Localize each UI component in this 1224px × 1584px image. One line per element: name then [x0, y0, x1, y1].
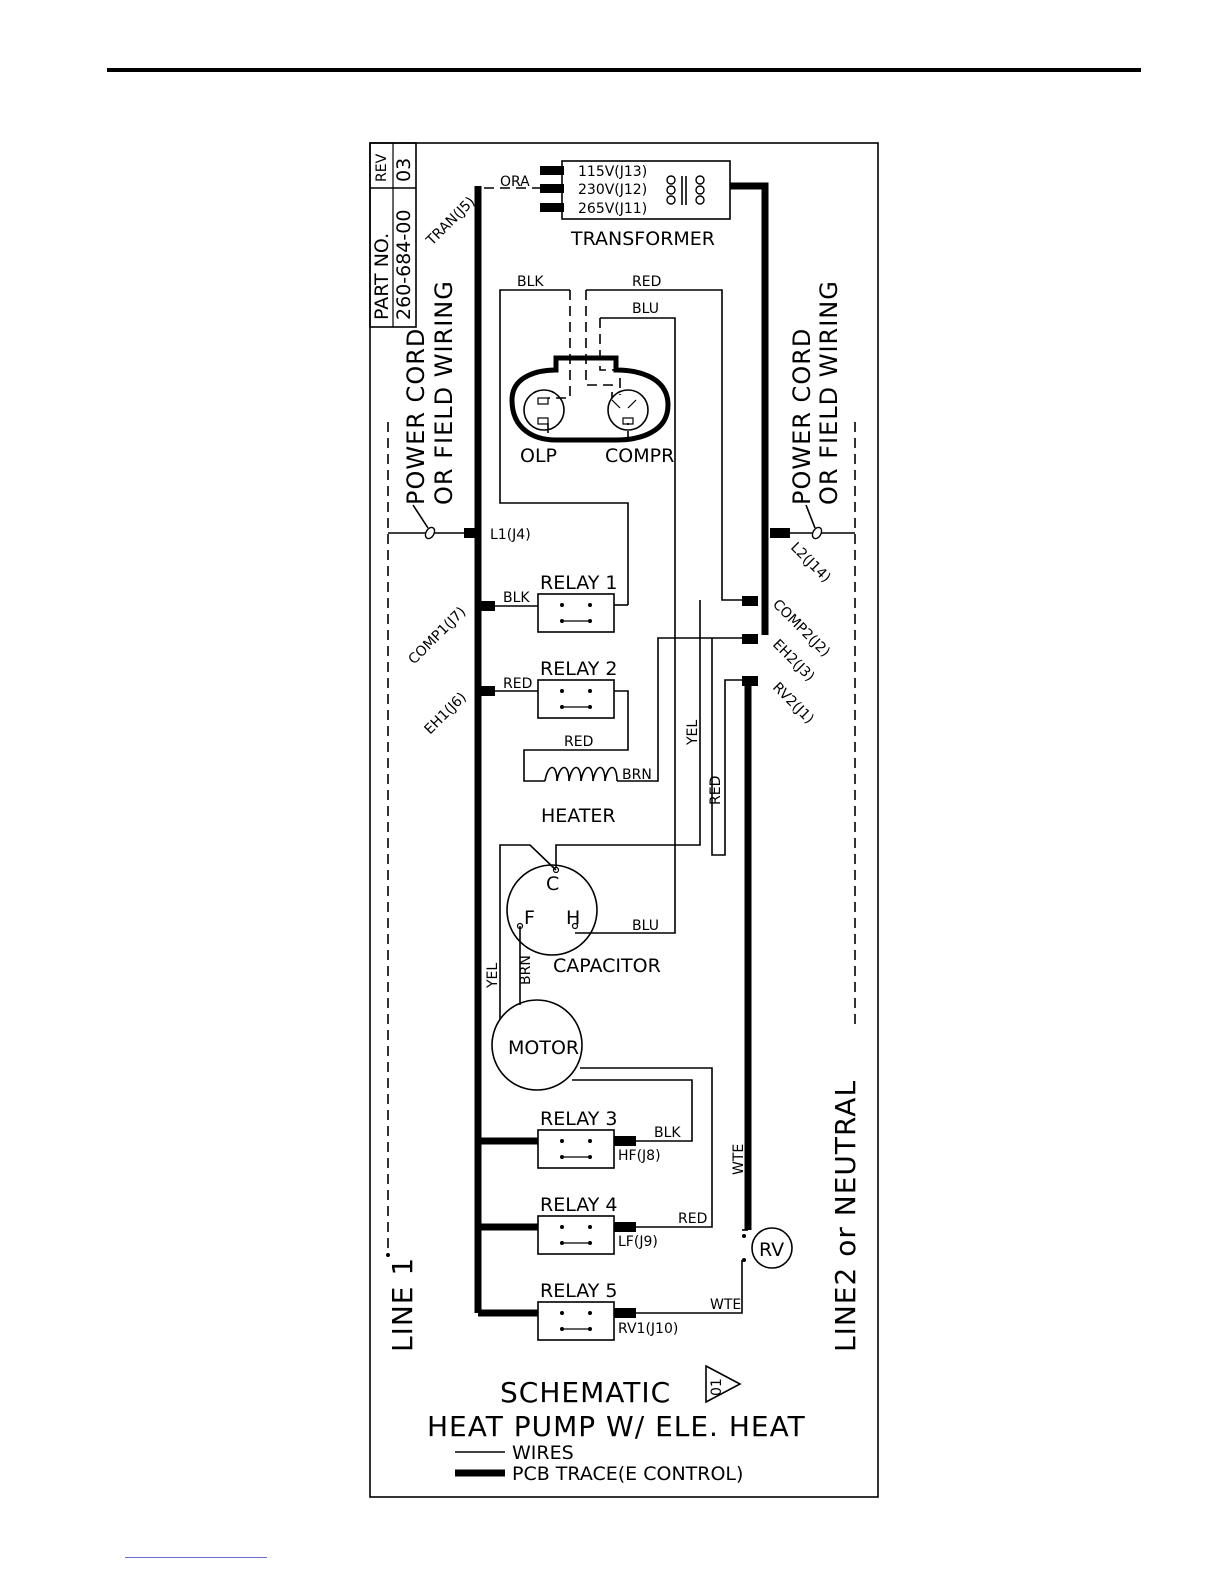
wte-vertical-wire: WTE — [731, 1144, 747, 1175]
power-cord-right-line2: OR FIELD WIRING — [815, 280, 843, 505]
compr-label: COMPR — [605, 445, 674, 467]
olp-label: OLP — [520, 445, 557, 467]
line2-label: LINE2 or NEUTRAL — [829, 1080, 862, 1352]
red-vertical-wire: RED — [708, 776, 724, 805]
reversing-valve — [742, 1227, 793, 1269]
rev-label: REV — [374, 153, 390, 182]
comp1-connector: COMP1(J7) — [406, 604, 470, 668]
caption-subtitle: HEAT PUMP W/ ELE. HEAT — [427, 1410, 806, 1443]
tap-230v: 230V(J12) — [578, 182, 647, 198]
relay-4-wire: RED — [678, 1211, 707, 1227]
relay-4 — [537, 1215, 615, 1255]
tap-115v: 115V(J13) — [578, 164, 647, 180]
l1-connector: L1(J4) — [490, 527, 531, 543]
relay-1-label: RELAY 1 — [540, 572, 617, 594]
rv2-connector: RV2(J1) — [769, 680, 817, 728]
transformer: 115V(J13) 230V(J12) 265V(J11) — [540, 160, 731, 220]
rev-value: 03 — [393, 158, 415, 182]
yel-vertical-wire: YEL — [685, 720, 701, 746]
capacitor-f: F — [524, 907, 535, 929]
heater-label: HEATER — [541, 805, 616, 827]
pcb-trace-right — [718, 182, 769, 533]
relay-3 — [537, 1129, 615, 1169]
motor-label: MOTOR — [508, 1037, 579, 1059]
part-no-label: PART NO. — [371, 233, 393, 320]
legend-trace-label: PCB TRACE(E CONTROL) — [512, 1463, 743, 1485]
line1-label: LINE 1 — [386, 1257, 419, 1352]
capacitor-blu-wire: BLU — [632, 918, 659, 934]
hf-connector: HF(J8) — [618, 1148, 661, 1164]
relay-2-label: RELAY 2 — [540, 658, 617, 680]
relay-2-wire: RED — [503, 676, 532, 692]
relay-3-wire: BLK — [654, 1125, 681, 1141]
relay-1-wire: BLK — [503, 590, 530, 606]
compr-blu-wire: BLU — [632, 301, 659, 317]
caption-title: SCHEMATIC — [500, 1376, 671, 1409]
brn-motor-wire: BRN — [518, 955, 534, 985]
heater — [544, 766, 618, 782]
eh1-connector: EH1(J6) — [422, 690, 470, 738]
title-block: REV 03 PART NO. 260-684-00 — [369, 142, 417, 328]
capacitor-h: H — [566, 907, 580, 929]
rv1-connector: RV1(J10) — [618, 1321, 678, 1337]
compr-blk-wire: BLK — [517, 274, 544, 290]
relay-5-label: RELAY 5 — [540, 1280, 617, 1302]
capacitor-label: CAPACITOR — [553, 955, 661, 977]
relay-5-wire: WTE — [710, 1297, 741, 1313]
relay-5 — [537, 1301, 615, 1341]
lf-connector: LF(J9) — [618, 1234, 658, 1250]
schematic-frame — [369, 142, 879, 1498]
motor — [491, 999, 583, 1091]
power-cord-right-line1: POWER CORD — [788, 328, 816, 505]
relay-4-label: RELAY 4 — [540, 1194, 617, 1216]
part-no-value: 260-684-00 — [393, 210, 415, 320]
l2-connector: L2(J14) — [787, 540, 833, 586]
compr-red-wire: RED — [632, 274, 661, 290]
compressor — [509, 355, 671, 443]
transformer-label: TRANSFORMER — [570, 228, 715, 250]
heater-red-wire: RED — [564, 734, 593, 750]
rv-label: RV — [759, 1239, 784, 1261]
tap-265v: 265V(J11) — [578, 201, 647, 217]
heater-brn-wire: BRN — [622, 767, 652, 783]
capacitor-c: C — [546, 873, 559, 895]
power-cord-left-line2: OR FIELD WIRING — [430, 280, 458, 505]
legend-wires-label: WIRES — [512, 1442, 574, 1464]
footer-link-underline[interactable] — [125, 1557, 267, 1558]
tran-connector: TRAN(J5) — [423, 194, 479, 250]
ora-wire: ORA — [500, 174, 530, 190]
relay-1 — [537, 593, 615, 633]
revision-flag — [705, 1364, 742, 1404]
relay-3-label: RELAY 3 — [540, 1108, 617, 1130]
top-rule — [107, 68, 1141, 72]
revision-flag-label: 01 — [709, 1378, 725, 1396]
power-cord-left-line1: POWER CORD — [402, 328, 430, 505]
relay-2 — [537, 679, 615, 719]
yel-motor-wire: YEL — [485, 963, 501, 989]
